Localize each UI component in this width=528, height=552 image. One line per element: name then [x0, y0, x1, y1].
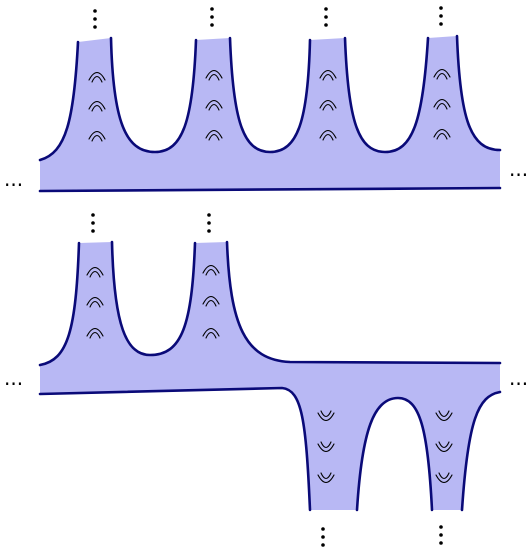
cap-arc-icon — [205, 129, 223, 141]
cap-arc-icon — [319, 99, 337, 111]
vertical-ellipsis-icon — [210, 7, 214, 27]
cup-arc-icon — [317, 472, 335, 484]
top-surface-upper-edge — [38, 34, 502, 162]
vertical-ellipsis-icon — [91, 213, 95, 233]
cup-arc-icon — [317, 410, 335, 422]
cap-arc-icon — [433, 98, 451, 110]
cap-arc-icon — [88, 130, 106, 142]
cup-arc-icon — [317, 441, 335, 453]
top-left-ellipsis: ... — [4, 167, 23, 191]
cap-arc-icon — [86, 327, 104, 339]
top-tube-continuation-dots — [93, 6, 443, 29]
top-right-ellipsis: ... — [509, 157, 528, 181]
bottom-surface — [38, 240, 502, 512]
cap-arc-icon — [86, 296, 104, 308]
cap-arc-icon — [202, 264, 220, 276]
bottom-lower-continuation-dots — [321, 525, 443, 547]
bottom-upper-continuation-dots — [91, 213, 211, 233]
cap-arc-icon — [88, 100, 106, 112]
vertical-ellipsis-icon — [207, 213, 211, 233]
vertical-ellipsis-icon — [439, 525, 443, 545]
bottom-surface-upper-edge — [38, 240, 502, 367]
vertical-ellipsis-icon — [439, 6, 443, 26]
bottom-cup-glyphs — [317, 410, 453, 484]
cap-arc-icon — [86, 266, 104, 278]
top-surface-lower-edge — [38, 186, 502, 193]
bottom-left-ellipsis: ... — [4, 366, 23, 390]
bottom-right-ellipsis: ... — [509, 366, 528, 390]
vertical-ellipsis-icon — [321, 527, 325, 547]
top-surface-fill — [40, 36, 500, 191]
cap-arc-icon — [202, 295, 220, 307]
cap-arc-icon — [319, 129, 337, 141]
bottom-surface-fill — [40, 242, 500, 510]
bottom-cap-glyphs — [86, 264, 220, 339]
cap-arc-icon — [202, 327, 220, 339]
cup-arc-icon — [435, 441, 453, 453]
top-surface — [38, 34, 502, 193]
top-cap-glyphs — [88, 68, 451, 142]
cup-arc-icon — [435, 472, 453, 484]
cap-arc-icon — [205, 99, 223, 111]
cap-arc-icon — [319, 69, 337, 81]
cap-arc-icon — [433, 128, 451, 140]
vertical-ellipsis-icon — [93, 9, 97, 29]
cap-arc-icon — [433, 68, 451, 80]
bottom-surface-lower-edge — [38, 386, 502, 512]
cap-arc-icon — [205, 69, 223, 81]
cup-arc-icon — [435, 410, 453, 422]
vertical-ellipsis-icon — [324, 7, 328, 27]
cap-arc-icon — [88, 71, 106, 83]
